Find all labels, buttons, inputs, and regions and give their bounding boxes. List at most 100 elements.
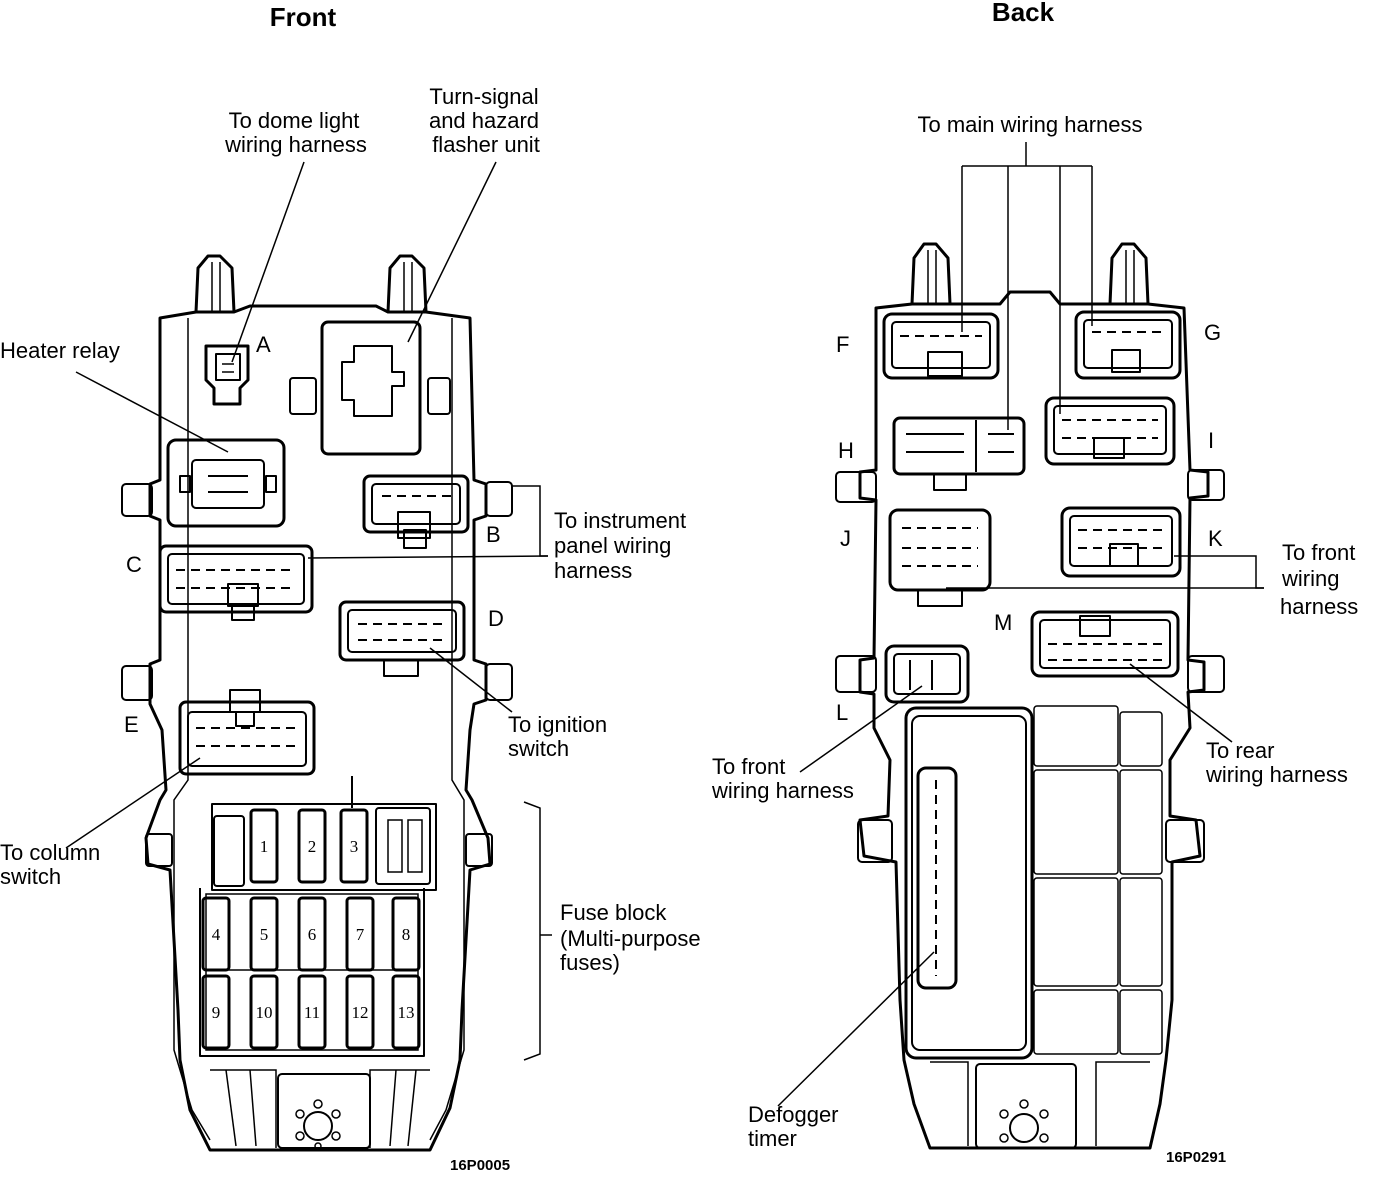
- label-ffront-1: To front: [1282, 540, 1355, 565]
- leader-defogger: [777, 951, 935, 1107]
- connector-k[interactable]: [1060, 506, 1182, 578]
- letter-c: C: [126, 552, 142, 577]
- connector-a[interactable]: [204, 344, 250, 406]
- letter-l: L: [836, 700, 848, 725]
- connector-f[interactable]: [882, 312, 1000, 380]
- leader-column: [65, 757, 201, 849]
- label-defog-1: Defogger: [748, 1102, 839, 1127]
- letter-e: E: [124, 712, 139, 737]
- connector-l[interactable]: [884, 644, 970, 704]
- fuse-number: 5: [260, 925, 269, 944]
- label-lfront-1: To front: [712, 754, 785, 779]
- label-fuse-1: Fuse block: [560, 900, 667, 925]
- fuse-8[interactable]: 8: [391, 896, 421, 972]
- fuse-1[interactable]: 1: [249, 808, 279, 884]
- letter-h: H: [838, 438, 854, 463]
- label-ign-2: switch: [508, 736, 569, 761]
- flasher-unit[interactable]: [320, 320, 422, 456]
- letter-g: G: [1204, 320, 1221, 345]
- label-turn-2: and hazard: [429, 108, 539, 133]
- back-tab-right-lower: [1187, 655, 1225, 693]
- fuse-number: 4: [212, 925, 221, 944]
- connector-d[interactable]: [338, 600, 466, 677]
- leader-rear: [1129, 663, 1233, 743]
- back-fuse-cavities: [1033, 705, 1163, 1055]
- fuse-bracket: [523, 801, 541, 1061]
- fuse-number: 7: [356, 925, 365, 944]
- label-turn-3: flasher unit: [432, 132, 540, 157]
- letter-k: K: [1208, 526, 1223, 551]
- fuse-7[interactable]: 7: [345, 896, 375, 972]
- label-rear-1: To rear: [1206, 738, 1274, 763]
- connector-c[interactable]: [158, 544, 314, 621]
- leader-flasher: [407, 161, 497, 343]
- defogger-timer[interactable]: [904, 706, 1034, 1060]
- fuse-block: [199, 776, 437, 1057]
- front-tab-left-upper: [121, 483, 153, 517]
- label-main-harness: To main wiring harness: [918, 112, 1143, 137]
- fuse-number: 10: [256, 1003, 273, 1022]
- label-heater-relay: Heater relay: [0, 338, 120, 363]
- fuse-13[interactable]: 13: [391, 974, 421, 1050]
- label-defog-2: timer: [748, 1126, 797, 1151]
- back-clip-left: [910, 242, 952, 305]
- fuse-4[interactable]: 4: [201, 896, 231, 972]
- fuse-5[interactable]: 5: [249, 896, 279, 972]
- leader-instr-c: [307, 555, 549, 559]
- letter-i: I: [1208, 428, 1214, 453]
- fuse-number: 2: [308, 837, 317, 856]
- leader-front-l: [799, 685, 923, 773]
- front-tab-left-fuse: [145, 833, 173, 867]
- front-tab-right-lower: [485, 663, 513, 701]
- front-bolt-hole: [303, 1111, 333, 1141]
- label-ign-1: To ignition: [508, 712, 607, 737]
- fuse-2[interactable]: 2: [297, 808, 327, 884]
- back-tab-left-bottom: [857, 819, 893, 863]
- letter-m: M: [994, 610, 1012, 635]
- fuse-10[interactable]: 10: [249, 974, 279, 1050]
- fuse-number: 3: [350, 837, 359, 856]
- label-ffront-2: wiring: [1281, 566, 1339, 591]
- fuse-number: 6: [308, 925, 317, 944]
- back-tab-right-bottom: [1165, 819, 1205, 863]
- fuse-6[interactable]: 6: [297, 896, 327, 972]
- fuse-3[interactable]: 3: [339, 808, 369, 884]
- fuse-12[interactable]: 12: [345, 974, 375, 1050]
- connector-e[interactable]: [178, 689, 316, 776]
- connector-j[interactable]: [888, 508, 992, 607]
- label-instr-1: To instrument: [554, 508, 686, 533]
- heater-relay[interactable]: [166, 438, 286, 528]
- fuse-number: 13: [398, 1003, 415, 1022]
- letter-f: F: [836, 332, 849, 357]
- front-slot-right: [427, 377, 451, 415]
- back-clip-right: [1108, 242, 1150, 305]
- fuse-9[interactable]: 9: [201, 974, 231, 1050]
- fuse-11[interactable]: 11: [297, 974, 327, 1050]
- fuse-number: 12: [352, 1003, 369, 1022]
- connector-g[interactable]: [1074, 310, 1182, 380]
- front-tab-left-lower: [121, 665, 153, 701]
- connector-i[interactable]: [1044, 396, 1176, 466]
- back-tab-right-upper: [1187, 469, 1225, 501]
- back-part-code: 16P0291: [1166, 1149, 1226, 1166]
- front-tab-right-upper: [485, 481, 513, 517]
- connector-m[interactable]: [1030, 610, 1180, 678]
- label-dome-2: wiring harness: [224, 132, 367, 157]
- front-housing: [144, 304, 492, 1152]
- connector-b[interactable]: [362, 474, 470, 549]
- label-fuse-2: (Multi-purpose: [560, 926, 701, 951]
- label-ffront-3: harness: [1280, 594, 1358, 619]
- connector-h[interactable]: [892, 416, 1026, 491]
- label-col-1: To column: [0, 840, 100, 865]
- fuse-number: 8: [402, 925, 411, 944]
- label-lfront-2: wiring harness: [711, 778, 854, 803]
- label-rear-2: wiring harness: [1205, 762, 1348, 787]
- title-back: Back: [992, 0, 1055, 27]
- fuse-number: 11: [304, 1003, 320, 1022]
- back-view: To main wiring harness To front wiring h…: [711, 112, 1358, 1166]
- label-dome-1: To dome light: [229, 108, 360, 133]
- label-fuse-3: fuses): [560, 950, 620, 975]
- back-bolt-hole: [1009, 1113, 1039, 1143]
